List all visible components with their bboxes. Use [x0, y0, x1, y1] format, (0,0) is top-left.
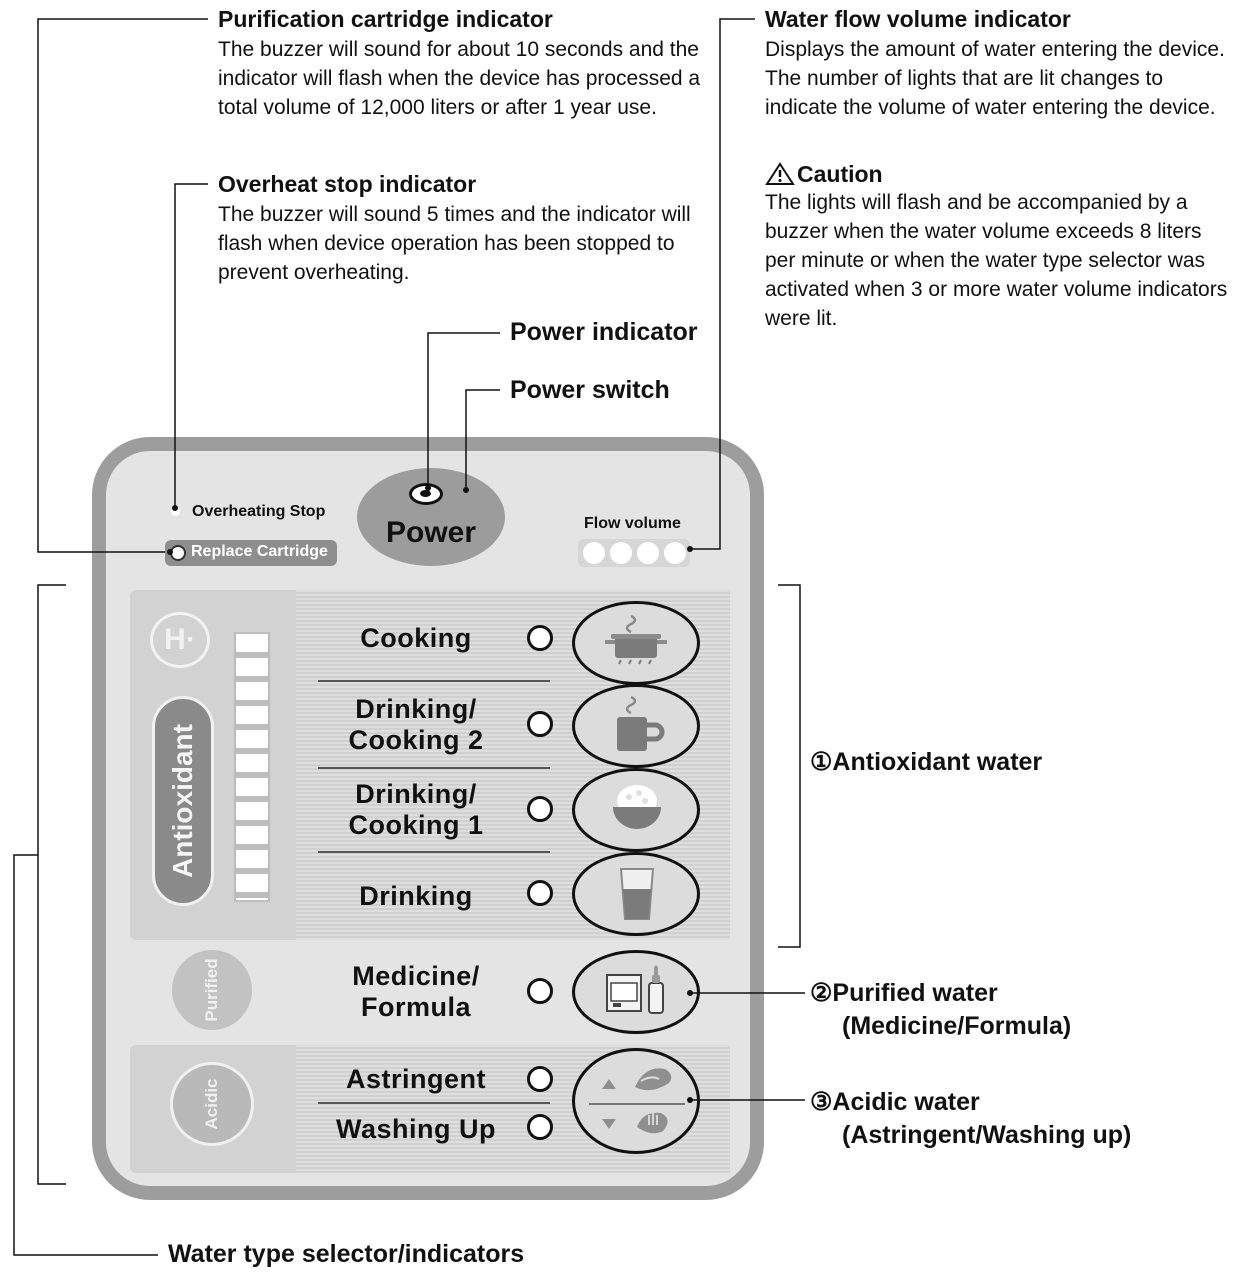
cooking-indicator: [527, 625, 553, 651]
overheat-indicator-title: Overheat stop indicator: [218, 171, 477, 197]
drinking-indicator: [527, 880, 553, 906]
astringent-indicator: [527, 1066, 553, 1092]
drinking-cooking2-label-line1: Drinking/: [355, 694, 477, 724]
power-button-label: Power: [385, 516, 477, 549]
flow-light-1: [583, 542, 605, 564]
drinking-cooking2-button[interactable]: [572, 684, 700, 768]
drinking-cooking2-indicator: [527, 711, 553, 737]
flow-light-2: [610, 542, 632, 564]
drinking-cooking1-indicator: [527, 796, 553, 822]
washing-up-indicator: [527, 1114, 553, 1140]
antioxidant-level-bar: [234, 632, 270, 902]
number-3: ③: [810, 1088, 833, 1116]
divider-2: [318, 767, 550, 769]
overheating-stop-panel-label: Overheating Stop: [192, 503, 326, 520]
overheat-stop-light: [171, 507, 180, 516]
purified-water-sublabel: (Medicine/Formula): [842, 1012, 1072, 1040]
mug-icon: [617, 695, 665, 751]
drinking-button[interactable]: [572, 852, 700, 936]
water-type-selector-label: Water type selector/indicators: [168, 1240, 525, 1268]
flow-light-3: [637, 542, 659, 564]
number-2: ②: [810, 979, 833, 1007]
overheat-indicator-description: The buzzer will sound 5 times and the in…: [218, 203, 691, 284]
flow-light-4: [664, 542, 686, 564]
hydrogen-badge: H·: [150, 612, 210, 668]
medicine-formula-indicator: [527, 978, 553, 1004]
drinking-cooking1-label-line1: Drinking/: [355, 779, 477, 809]
purification-indicator-title: Purification cartridge indicator: [218, 6, 553, 32]
purified-water-label: Purified water: [832, 979, 998, 1007]
caution-description: The lights will flash and be accompanied…: [765, 191, 1228, 330]
washing-up-label: Washing Up: [336, 1114, 496, 1144]
purified-water-callout: ②Purified water: [810, 977, 998, 1009]
drinking-cooking1-label-line2: Cooking 1: [348, 810, 484, 840]
astringent-label: Astringent: [346, 1064, 486, 1094]
power-switch-label: Power switch: [510, 376, 670, 404]
caution-heading: Caution: [765, 160, 883, 188]
divider-1: [318, 680, 550, 682]
medicine-formula-button[interactable]: [572, 950, 700, 1034]
purification-indicator-description: The buzzer will sound for about 10 secon…: [218, 38, 701, 119]
caution-title: Caution: [797, 161, 883, 187]
hands-icon: [589, 1068, 685, 1134]
power-indicator-label: Power indicator: [510, 318, 698, 346]
power-light-center: [420, 490, 431, 497]
acidic-button[interactable]: [572, 1048, 700, 1154]
antioxidant-water-callout: ①Antioxidant water: [810, 746, 1042, 778]
acidic-water-sublabel: (Astringent/Washing up): [842, 1121, 1132, 1149]
antioxidant-badge: Antioxidant: [152, 696, 214, 906]
glass-icon: [619, 868, 655, 920]
pot-icon: [605, 614, 667, 665]
acidic-water-label: Acidic water: [832, 1088, 980, 1116]
divider-3: [318, 851, 550, 853]
cooking-label: Cooking: [360, 623, 472, 653]
medicine-bottle-icon: [606, 965, 664, 1014]
antioxidant-water-label: Antioxidant water: [832, 748, 1043, 776]
rice-bowl-icon: [613, 785, 661, 829]
drinking-cooking2-label-line2: Cooking 2: [348, 725, 484, 755]
replace-cartridge-panel-label: Replace Cartridge: [191, 543, 328, 560]
cooking-button[interactable]: [572, 601, 700, 685]
power-button[interactable]: Power: [357, 468, 505, 566]
medicine-formula-label-line2: Formula: [360, 992, 471, 1022]
drinking-cooking1-button[interactable]: [572, 768, 700, 852]
flow-volume-indicator-title: Water flow volume indicator: [765, 6, 1071, 32]
divider-4: [318, 1102, 550, 1104]
medicine-formula-label-line1: Medicine/: [352, 961, 480, 991]
number-1: ①: [810, 748, 833, 776]
flow-volume-lights: [578, 539, 690, 567]
drinking-label: Drinking: [359, 881, 473, 911]
purified-badge: Purified: [172, 950, 252, 1030]
warning-triangle-icon: [765, 162, 795, 185]
acidic-badge: Acidic: [170, 1062, 254, 1146]
flow-volume-panel-label: Flow volume: [584, 515, 681, 532]
flow-volume-indicator-description: Displays the amount of water entering th…: [765, 38, 1225, 119]
acidic-water-callout: ③Acidic water: [810, 1086, 980, 1118]
power-indicator-light: [409, 483, 443, 505]
replace-cartridge-indicator: Replace Cartridge: [165, 540, 337, 566]
